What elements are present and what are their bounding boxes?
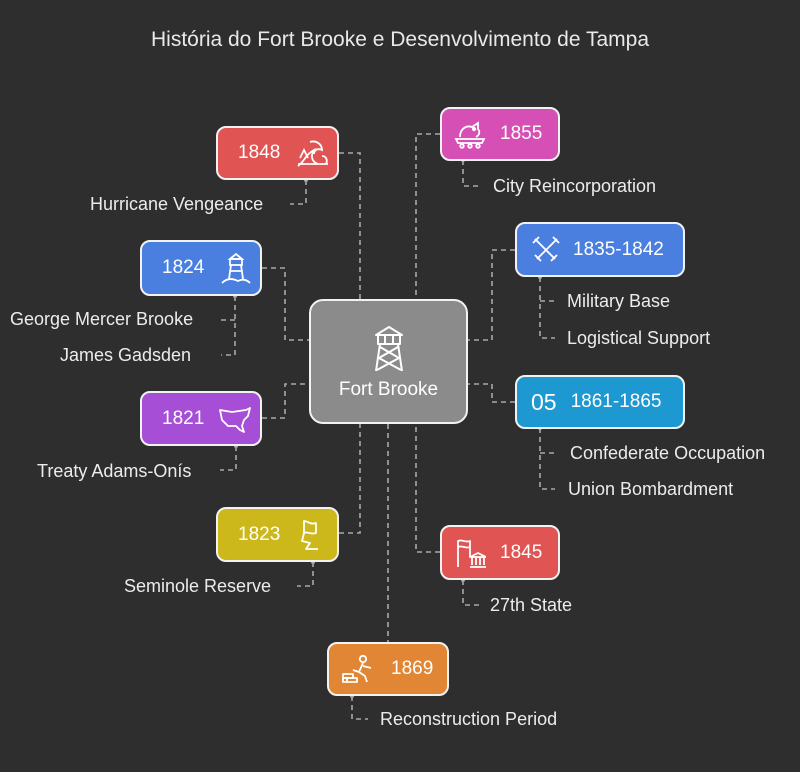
year-label: 1823 [238,523,281,545]
connector-1869-label [351,696,368,720]
connector-1848-label [290,180,307,205]
event-node-1823[interactable]: 1823 [216,507,339,562]
state-building-icon [457,539,486,568]
label-logistical-support: Logistical Support [567,328,711,348]
lighthouse-icon [221,252,251,284]
year-label: 1821 [162,407,205,429]
event-number: 05 [531,388,557,415]
connector-1824 [262,267,309,341]
connector-1824-label [221,296,236,356]
event-node-1855[interactable]: 1855 [440,107,560,161]
connector-1848 [339,152,361,300]
us-map-icon [219,406,252,433]
center-label: Fort Brooke [338,379,439,400]
connector-1855 [415,133,440,300]
label-treaty-adams-onis: Treaty Adams-Onís [37,461,192,481]
diagram-title: História do Fort Brooke e Desenvolviment… [150,28,650,51]
connector-1835-1842-label [539,277,555,339]
year-label: 1835-1842 [573,238,664,260]
crossed-swords-icon [532,235,560,262]
connector-1821 [262,383,309,419]
center-node[interactable]: Fort Brooke [309,299,468,424]
connector-1845-label [462,580,482,606]
event-node-1821[interactable]: 1821 [140,391,262,446]
connector-1835-1842 [468,249,515,341]
label-military-base: Military Base [567,291,671,311]
label-hurricane-vengeance: Hurricane Vengeance [90,194,264,214]
event-node-1848[interactable]: 1848 [216,126,339,180]
year-label: 1824 [162,257,205,278]
event-node-1824[interactable]: 1824 [140,240,262,296]
year-label: 1848 [238,142,281,163]
label-james-gadsden: James Gadsden [60,345,192,365]
year-label: 1855 [500,123,543,144]
label-city-reincorporation: City Reincorporation [493,176,657,196]
connector-1855-label [462,160,482,187]
connector-1845 [415,424,440,553]
label-27th-state: 27th State [490,595,573,615]
connector-1823-label [297,562,314,587]
label-george-mercer-brooke: George Mercer Brooke [10,309,194,329]
year-label: 1861-1865 [570,391,662,412]
event-node-1861-1865[interactable]: 05 1861-1865 [515,375,685,429]
event-node-1845[interactable]: 1845 [440,525,560,580]
storm-waves-icon [297,140,329,167]
flag-icon [301,519,319,550]
label-seminole-reserve: Seminole Reserve [124,576,272,596]
connector-1821-label [220,446,237,471]
raft-animal-icon [454,121,486,149]
label-union-bombardment: Union Bombardment [568,479,734,499]
event-node-1835-1842[interactable]: 1835-1842 [515,222,685,277]
year-label: 1845 [500,541,543,563]
worker-bricks-icon [342,654,372,683]
connector-1823 [339,424,361,534]
year-label: 1869 [391,658,434,679]
connector-1861-1865-label [539,428,555,490]
label-confederate-occupation: Confederate Occupation [570,443,766,463]
event-node-1869[interactable]: 1869 [327,642,449,696]
connector-1861-1865 [468,383,515,403]
watchtower-icon [375,326,403,372]
label-reconstruction-period: Reconstruction Period [380,709,558,729]
